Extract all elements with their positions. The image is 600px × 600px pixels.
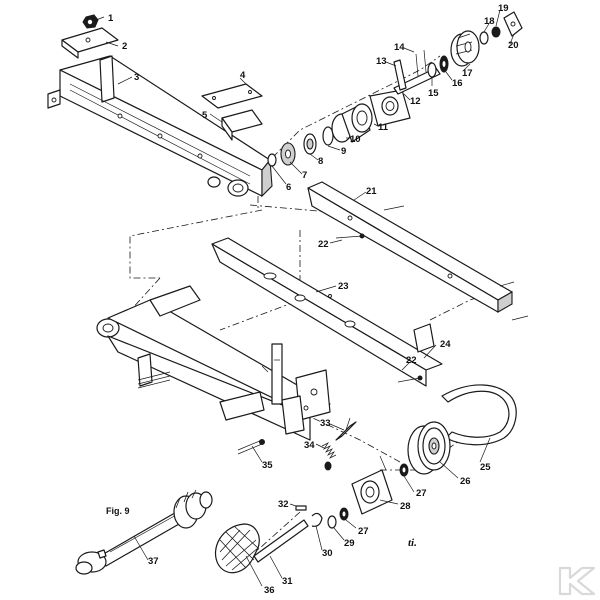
- part-large-pulley-26: [407, 421, 451, 475]
- callout-12: 12: [410, 96, 421, 107]
- callout-32: 32: [278, 499, 289, 510]
- figure-code: ti.: [408, 537, 417, 549]
- part-top-plate: [61, 27, 119, 59]
- part-bearing-housing-28: [351, 455, 393, 515]
- part-belt-25: [441, 384, 517, 446]
- callout-31: 31: [282, 576, 293, 587]
- callout-6: 6: [286, 182, 291, 193]
- part-bolts-22: [335, 205, 529, 383]
- part-hub-11: [369, 89, 411, 127]
- part-key-32: [295, 505, 307, 511]
- part-washer-29: [327, 515, 337, 529]
- part-bearing-8: [303, 133, 317, 155]
- callout-27b: 27: [358, 526, 369, 537]
- part-bracket: [221, 109, 263, 141]
- callout-18: 18: [484, 16, 495, 27]
- callout-37: 37: [148, 556, 159, 567]
- k-logo-icon: [558, 566, 596, 596]
- part-nut-19: [491, 26, 501, 38]
- callout-27a: 27: [416, 488, 427, 499]
- callout-11: 11: [378, 122, 389, 133]
- callout-22a: 22: [318, 239, 329, 250]
- callout-16: 16: [452, 78, 463, 89]
- callout-4: 4: [240, 70, 246, 81]
- part-pulley-17: [450, 30, 480, 67]
- part-long-plate-23: [211, 237, 443, 387]
- part-rod-33: [335, 417, 357, 441]
- part-washer-27b: [339, 507, 349, 521]
- callout-33: 33: [320, 418, 331, 429]
- callout-30: 30: [322, 548, 333, 559]
- part-lower-frame: [96, 285, 331, 441]
- part-washer-18: [479, 31, 489, 45]
- figure-label: Fig. 9: [106, 506, 130, 516]
- callout-3: 3: [134, 72, 139, 83]
- callout-9: 9: [341, 146, 346, 157]
- part-shield-cone-36: [214, 523, 260, 574]
- part-washer-6: [267, 153, 277, 167]
- part-pin-14: [415, 49, 427, 77]
- part-clip-30: [311, 512, 323, 527]
- part-spring-34: [321, 442, 337, 471]
- part-nut: [82, 14, 99, 29]
- callout-20: 20: [508, 40, 519, 51]
- part-housing-10: [331, 103, 373, 143]
- callout-34: 34: [304, 440, 315, 451]
- part-washer-16: [439, 55, 449, 73]
- callout-5: 5: [202, 110, 208, 121]
- part-main-frame: [47, 55, 273, 198]
- callout-22b: 22: [406, 355, 417, 366]
- part-bolt-35: [237, 439, 265, 455]
- part-small-plate-24: [413, 323, 435, 353]
- callout-21: 21: [366, 186, 377, 197]
- callout-2: 2: [122, 41, 127, 52]
- part-upper-beam-21: [307, 181, 513, 313]
- part-drive-shaft-31: [253, 519, 309, 563]
- callout-7: 7: [302, 170, 307, 181]
- callout-23: 23: [338, 281, 349, 292]
- callout-14: 14: [394, 42, 405, 53]
- callout-28: 28: [400, 501, 411, 512]
- callout-15: 15: [428, 88, 439, 99]
- part-pin-13: [393, 59, 407, 91]
- callout-26: 26: [460, 476, 471, 487]
- part-pto-shaft-37: [75, 489, 213, 575]
- callout-1: 1: [108, 13, 114, 24]
- callout-10: 10: [350, 134, 361, 145]
- callout-36: 36: [264, 585, 275, 596]
- callout-35: 35: [262, 460, 273, 471]
- callout-17: 17: [462, 68, 473, 79]
- callout-leaders: [95, 9, 515, 587]
- callout-25: 25: [480, 462, 491, 473]
- part-washer-15: [427, 62, 437, 78]
- callout-labels: 1 2 3 4 5 6 7 8 9 10 11 12 13 14 15 16 1…: [108, 3, 519, 596]
- callout-8: 8: [318, 156, 323, 167]
- callout-24: 24: [440, 339, 451, 350]
- part-ring-9: [322, 126, 334, 146]
- part-cap-20: [503, 11, 523, 37]
- callout-19: 19: [498, 3, 509, 14]
- part-washer-27a: [399, 463, 409, 477]
- part-cover-plate: [201, 83, 263, 109]
- callout-29: 29: [344, 538, 355, 549]
- callout-13: 13: [376, 56, 387, 67]
- part-gear-7: [280, 142, 296, 166]
